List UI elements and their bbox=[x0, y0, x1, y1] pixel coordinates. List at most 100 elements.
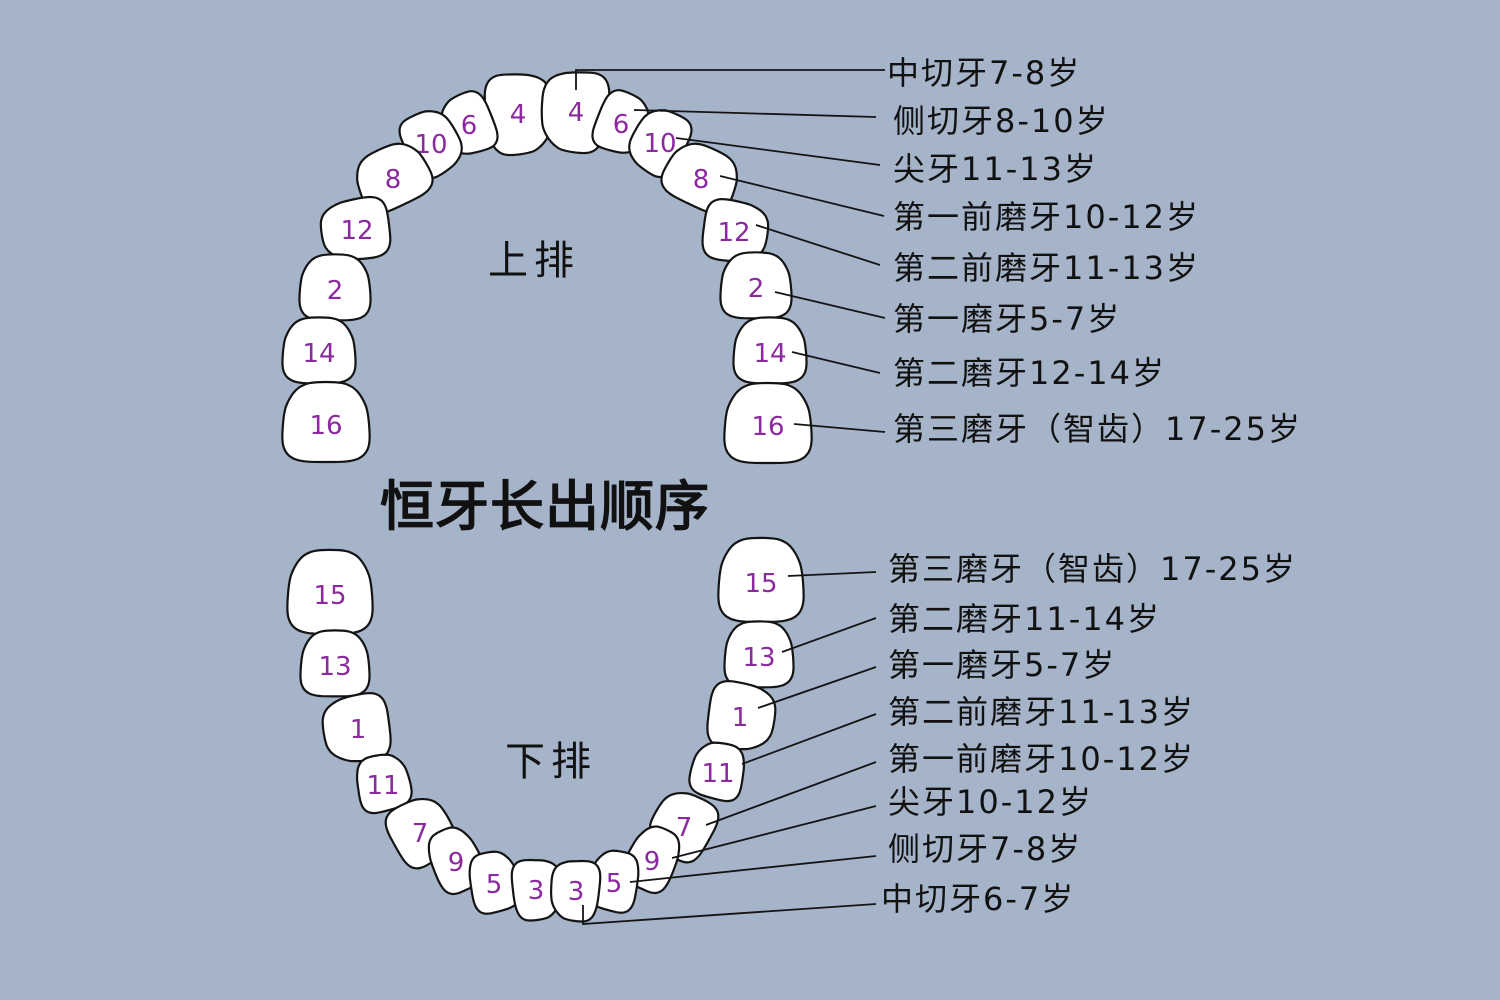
upper-right-tooth-4-number: 8 bbox=[693, 165, 710, 195]
lower-right-tooth-1-crown bbox=[717, 536, 805, 623]
lower-right-tooth-3-number: 1 bbox=[732, 703, 749, 733]
upper-label-8: 第三磨牙（智齿）17-25岁 bbox=[893, 410, 1302, 448]
page-title: 恒牙长出顺序 bbox=[380, 475, 710, 538]
lower-left-tooth-1: 15 bbox=[286, 548, 374, 635]
upper-right-tooth-8-number: 16 bbox=[751, 412, 784, 442]
lower-right-tooth-2: 13 bbox=[723, 620, 795, 689]
lower-right-tooth-5-number: 7 bbox=[676, 813, 693, 843]
upper-right-tooth-1-number: 4 bbox=[568, 98, 585, 128]
lower-left-tooth-4: 11 bbox=[355, 753, 413, 815]
upper-left-tooth-6-crown bbox=[298, 253, 372, 322]
lower-label-3: 第一磨牙5-7岁 bbox=[888, 646, 1116, 684]
upper-left-tooth-5-number: 12 bbox=[340, 216, 373, 246]
lower-leader-4 bbox=[741, 713, 877, 765]
lower-left-tooth-6-number: 9 bbox=[448, 848, 465, 878]
upper-left-tooth-5-crown bbox=[319, 195, 392, 261]
labels-group: 中切牙7-8岁侧切牙8-10岁尖牙11-13岁第一前磨牙10-12岁第二前磨牙1… bbox=[881, 54, 1302, 918]
upper-leader-5 bbox=[755, 224, 881, 266]
lower-right-tooth-7: 5 bbox=[586, 849, 640, 914]
upper-left-tooth-6-number: 2 bbox=[327, 276, 344, 306]
upper-label-1: 中切牙7-8岁 bbox=[887, 54, 1081, 92]
upper-left-tooth-6: 2 bbox=[298, 253, 372, 322]
lower-right-tooth-8-number: 3 bbox=[568, 877, 585, 907]
lower-right-tooth-3-crown bbox=[706, 679, 777, 751]
lower-leader-5 bbox=[705, 761, 877, 826]
lower-label-2: 第二磨牙11-14岁 bbox=[888, 600, 1161, 638]
lower-left-tooth-7-number: 5 bbox=[486, 870, 503, 900]
lower-left-tooth-2-number: 13 bbox=[318, 652, 351, 682]
upper-leader-2 bbox=[633, 109, 877, 118]
upper-right-tooth-7-number: 14 bbox=[753, 339, 786, 369]
upper-left-tooth-7: 14 bbox=[281, 316, 357, 385]
lower-right-tooth-1: 15 bbox=[717, 536, 805, 623]
lower-leader-2 bbox=[781, 617, 877, 653]
lower-leader-8 bbox=[582, 903, 877, 925]
lower-label-4: 第二前磨牙11-13岁 bbox=[888, 693, 1195, 731]
lower-row-title: 下排 bbox=[505, 739, 597, 785]
upper-right-tooth-8: 16 bbox=[723, 381, 813, 465]
upper-left-tooth-7-number: 14 bbox=[302, 339, 335, 369]
lower-left-tooth-7-crown bbox=[468, 850, 522, 915]
upper-label-5: 第二前磨牙11-13岁 bbox=[893, 249, 1200, 287]
lower-right-tooth-4: 11 bbox=[688, 741, 746, 803]
lower-leader-3 bbox=[757, 666, 877, 709]
lower-left-tooth-4-number: 11 bbox=[366, 771, 399, 801]
lower-leader-6 bbox=[671, 805, 877, 859]
lower-right-tooth-3: 1 bbox=[706, 679, 777, 751]
lower-left-tooth-7: 5 bbox=[468, 850, 522, 915]
upper-leader-4 bbox=[719, 175, 885, 217]
upper-right-tooth-7: 14 bbox=[732, 316, 808, 385]
upper-left-tooth-8-crown bbox=[281, 380, 371, 464]
upper-right-tooth-5-number: 12 bbox=[717, 218, 750, 248]
lower-right-tooth-1-number: 15 bbox=[744, 569, 777, 599]
lower-left-tooth-8-number: 3 bbox=[528, 876, 545, 906]
lower-right-tooth-2-crown bbox=[723, 620, 795, 689]
lower-left-tooth-1-crown bbox=[286, 548, 374, 635]
lower-leader-1 bbox=[787, 571, 877, 577]
lower-left-tooth-8-crown bbox=[510, 858, 562, 922]
lower-right-tooth-2-number: 13 bbox=[742, 643, 775, 673]
lower-label-7: 侧切牙7-8岁 bbox=[888, 830, 1082, 868]
upper-label-6: 第一磨牙5-7岁 bbox=[893, 300, 1121, 338]
lower-label-1: 第三磨牙（智齿）17-25岁 bbox=[888, 550, 1297, 588]
upper-left-tooth-4-crown bbox=[356, 142, 434, 215]
lower-left-tooth-3-number: 1 bbox=[350, 715, 367, 745]
lower-left-tooth-1-number: 15 bbox=[313, 581, 346, 611]
lower-left-tooth-8: 3 bbox=[510, 858, 562, 922]
upper-left-tooth-2-number: 6 bbox=[461, 111, 478, 141]
upper-left-tooth-8: 16 bbox=[281, 380, 371, 464]
lower-right-tooth-4-crown bbox=[688, 741, 746, 803]
upper-right-tooth-3-number: 10 bbox=[643, 129, 676, 159]
lower-left-tooth-5-number: 7 bbox=[412, 819, 429, 849]
lower-left-tooth-2: 13 bbox=[299, 629, 371, 698]
upper-row-title: 上排 bbox=[488, 238, 580, 284]
upper-right-tooth-2-number: 6 bbox=[613, 110, 630, 140]
lower-label-5: 第一前磨牙10-12岁 bbox=[888, 740, 1195, 778]
lower-right-tooth-6-number: 9 bbox=[644, 847, 661, 877]
upper-label-7: 第二磨牙12-14岁 bbox=[893, 354, 1166, 392]
upper-label-4: 第一前磨牙10-12岁 bbox=[893, 198, 1200, 236]
lower-right-tooth-7-number: 5 bbox=[606, 869, 623, 899]
lower-right-tooth-8-crown bbox=[550, 859, 602, 923]
lower-label-6: 尖牙10-12岁 bbox=[888, 783, 1093, 821]
lower-right-tooth-8: 3 bbox=[550, 859, 602, 923]
lower-leader-7 bbox=[629, 855, 877, 883]
upper-left-tooth-1-number: 4 bbox=[510, 100, 527, 130]
upper-leader-1 bbox=[575, 69, 885, 90]
upper-left-tooth-4-number: 8 bbox=[385, 165, 402, 195]
upper-leader-3 bbox=[675, 137, 881, 166]
upper-right-tooth-6-number: 2 bbox=[748, 274, 765, 304]
upper-label-2: 侧切牙8-10岁 bbox=[893, 102, 1110, 140]
leader-lines bbox=[575, 69, 886, 925]
upper-left-tooth-5: 12 bbox=[319, 195, 392, 261]
upper-right-tooth-7-crown bbox=[732, 316, 808, 385]
upper-right-tooth-8-crown bbox=[723, 381, 813, 465]
lower-right-tooth-4-number: 11 bbox=[701, 759, 734, 789]
upper-leader-7 bbox=[791, 351, 881, 374]
upper-label-3: 尖牙11-13岁 bbox=[893, 150, 1098, 188]
upper-left-tooth-4: 8 bbox=[356, 142, 434, 215]
upper-leader-6 bbox=[774, 291, 886, 319]
upper-leader-8 bbox=[793, 423, 886, 433]
